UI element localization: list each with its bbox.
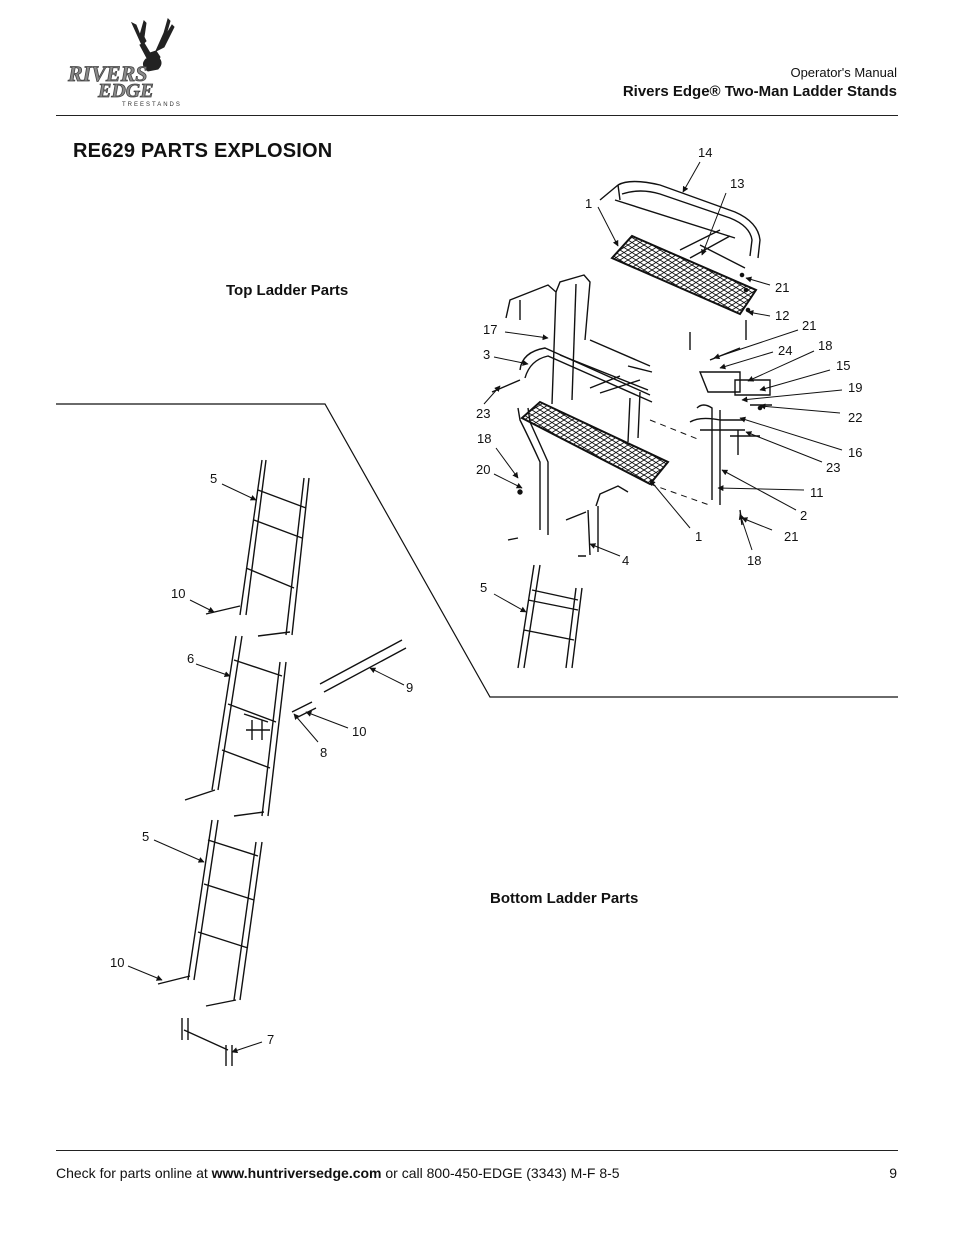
callout: 21 [775,280,789,295]
footer-suffix: or call 800-450-EDGE (3343) M-F 8-5 [381,1165,620,1181]
callout: 10 [171,586,185,601]
section-divider [56,403,898,698]
page-title: RE629 PARTS EXPLOSION [73,140,333,162]
footer-text: Check for parts online at www.huntrivers… [56,1165,620,1181]
deer-head-icon [130,18,175,72]
callout: 13 [730,176,744,191]
logo-rivers: RIVERS [67,61,148,86]
callout: 5 [142,829,149,844]
callout: 3 [483,347,490,362]
callout: 19 [848,380,862,395]
callout-numbers: 14 13 1 21 12 21 17 3 24 18 15 19 23 22 … [110,145,862,1047]
callout: 5 [480,580,487,595]
callout: 16 [848,445,862,460]
manual-title: Rivers Edge® Two-Man Ladder Stands [622,83,897,100]
logo: RIVERS EDGE TREESTANDS [60,15,240,110]
top-ladder-assembly [491,180,772,669]
callout: 5 [210,471,217,486]
callout: 23 [476,406,490,421]
callout: 11 [810,485,824,500]
callout: 15 [836,358,850,373]
callout: 9 [406,680,413,695]
callout: 18 [477,431,491,446]
page-number: 9 [889,1165,897,1181]
callout: 21 [802,318,816,333]
bottom-ladder-parts-label: Bottom Ladder Parts [490,890,639,907]
callout: 10 [110,955,124,970]
callout: 14 [698,145,712,160]
callout: 6 [187,651,194,666]
callout: 4 [622,553,629,568]
top-ladder-parts-label: Top Ladder Parts [226,282,349,299]
callout-leaders [127,161,843,1054]
bottom-ladder-assembly [157,459,407,1066]
callout: 12 [775,308,789,323]
callout: 18 [818,338,832,353]
website-link[interactable]: www.huntriversedge.com [211,1165,382,1181]
manual-label: Operator's Manual [790,65,897,80]
callout: 22 [848,410,862,425]
callout: 21 [784,529,798,544]
callout: 2 [800,508,807,523]
callout: 17 [483,322,497,337]
callout: 8 [320,745,327,760]
callout: 23 [826,460,840,475]
footer-divider [56,1150,898,1151]
callout: 7 [267,1032,274,1047]
callout: 10 [352,724,366,739]
foot-platform [520,400,670,486]
footer-prefix: Check for parts online at [56,1165,212,1181]
header-divider [56,115,898,116]
logo-edge: EDGE [97,80,154,102]
callout: 20 [476,462,490,477]
callout: 18 [747,553,761,568]
callout: 24 [778,343,792,358]
callout: 1 [585,196,592,211]
callout: 1 [695,529,702,544]
seat-platform [610,234,758,316]
logo-treestands: TREESTANDS [122,102,182,108]
